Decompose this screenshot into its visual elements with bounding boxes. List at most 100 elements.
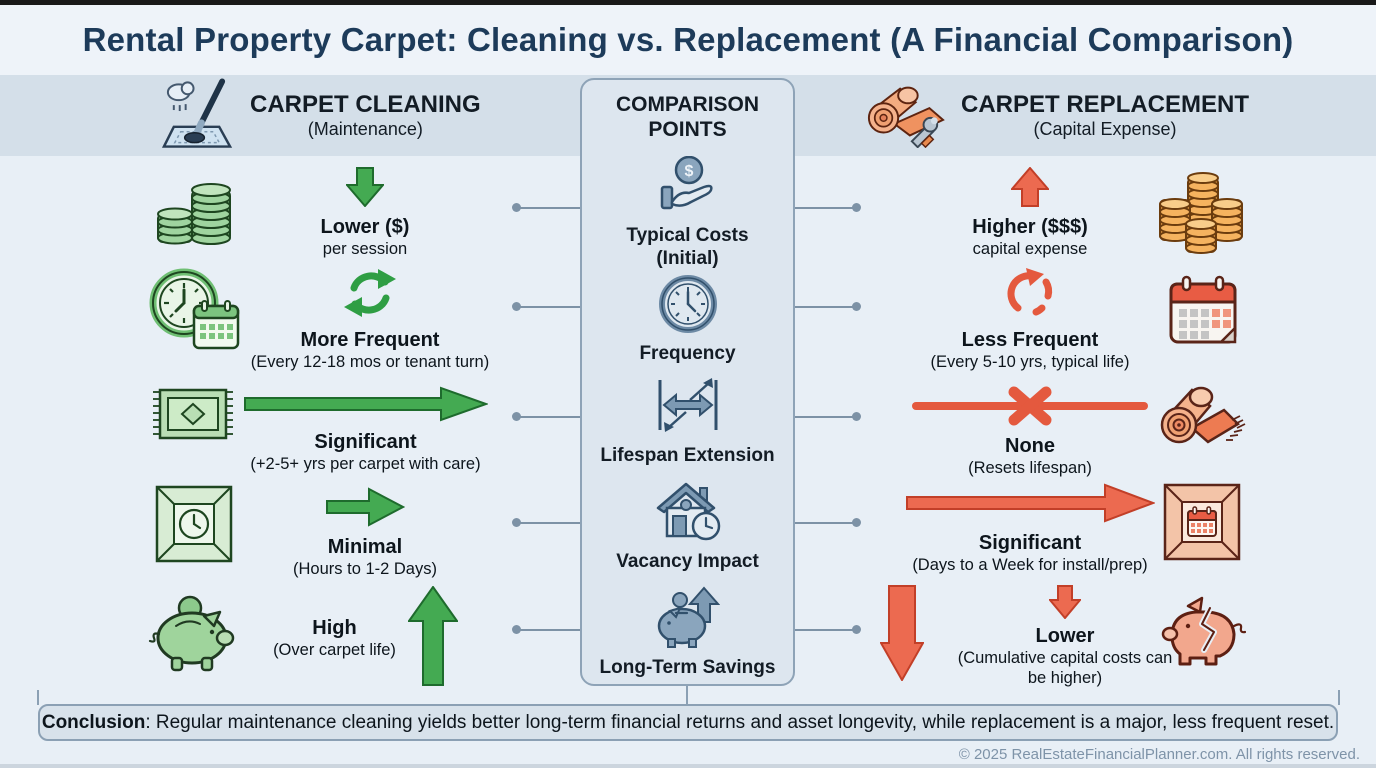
house-clock-icon [654,478,722,547]
red-small-down-arrow-icon [1047,585,1083,624]
row-right-savings: Lower (Cumulative capital costs can be h… [879,585,1180,689]
hand-coin-icon: $ [657,155,719,221]
row-left-vacancy: Minimal (Hours to 1-2 Days) [240,487,490,580]
comparison-value: Higher ($$$) [972,216,1088,238]
left-stem-line [37,690,39,705]
page-title: Rental Property Carpet: Cleaning vs. Rep… [82,21,1294,58]
connector-dot [512,625,521,634]
comparison-points-title: COMPARISON POINTS [615,93,760,142]
left-column-title: CARPET CLEANING [250,91,481,119]
connector-line [520,306,582,308]
green-coin-stacks-icon [154,170,234,255]
conclusion-bar: Conclusion: Regular maintenance cleaning… [38,704,1338,741]
broken-piggy-bank-icon [1158,594,1247,673]
connector-line [794,522,854,524]
connector-line [794,207,854,209]
row-left-savings: High (Over carpet life) [238,585,493,691]
clock-icon [658,274,718,339]
red-calendar-icon [1163,270,1243,355]
comparison-point-typical-costs: $ Typical Costs (Initial) [582,155,793,271]
comparison-detail: (Days to a Week for install/prep) [912,556,1148,574]
connector-line [794,306,854,308]
header-right: CARPET REPLACEMENT (Capital Expense) [865,75,1249,156]
conclusion-label: Conclusion [41,711,146,733]
connector-line [520,416,582,418]
row-left-typical-costs: Lower ($) per session [240,167,490,260]
carpet-roll-tools-icon [865,78,945,153]
green-short-right-arrow-icon [325,487,406,532]
comparison-point-label: Long-Term Savings [599,657,776,678]
row-left-lifespan: Significant (+2-5+ yrs per carpet with c… [238,386,493,475]
comparison-value: More Frequent [300,329,440,351]
comparison-point-frequency: Frequency [582,274,793,366]
comparison-detail: (Resets lifespan) [968,459,1092,477]
comparison-point-lifespan: Lifespan Extension [582,374,793,468]
comparison-point-savings: Long-Term Savings [582,586,793,680]
copyright-text: © 2025 RealEstateFinancialPlanner.com. A… [958,746,1360,763]
connector-dot [852,302,861,311]
connector-dot [512,518,521,527]
comparison-detail: (Hours to 1-2 Days) [293,560,437,578]
right-column-subtitle: (Capital Expense) [1033,118,1177,139]
comparison-value: Significant [978,532,1082,554]
comparison-detail: (Over carpet life) [273,641,396,660]
comparison-value: None [1005,435,1055,457]
header-left-text: CARPET CLEANING (Maintenance) [250,91,481,139]
comparison-value: Less Frequent [961,329,1099,351]
connector-line [520,629,582,631]
green-clock-calendar-icon [148,266,240,359]
connector-dot [512,203,521,212]
comparison-detail: (Every 12-18 mos or tenant turn) [250,353,490,371]
row-right-vacancy: Significant (Days to a Week for install/… [885,483,1175,576]
comparison-value: High [312,617,357,640]
steam-cleaner-icon [160,77,234,154]
red-line-x-icon [910,386,1150,431]
comparison-detail: per session [322,240,408,258]
right-stem-line [1338,690,1340,705]
red-up-arrow-icon [1009,166,1051,212]
red-carpet-roll-icon [1158,380,1246,459]
orange-frame-calendar-icon [1160,480,1244,569]
title-band: Rental Property Carpet: Cleaning vs. Rep… [0,5,1376,75]
row-right-lifespan: None (Resets lifespan) [885,386,1175,479]
connector-dot [512,412,521,421]
connector-dot [852,625,861,634]
comparison-point-label: Typical Costs (Initial) [626,225,749,269]
comparison-detail: capital expense [972,240,1088,258]
conclusion-text: : Regular maintenance cleaning yields be… [145,711,1335,733]
lifespan-arrows-icon [652,374,724,441]
orange-coin-stacks-icon [1158,164,1244,263]
connector-line [794,629,854,631]
green-rug-icon [150,382,236,451]
left-column-subtitle: (Maintenance) [307,118,423,139]
comparison-point-label: Vacancy Impact [616,551,759,572]
row-left-frequency: More Frequent (Every 12-18 mos or tenant… [240,266,500,373]
connector-line [520,207,582,209]
right-column-title: CARPET REPLACEMENT [961,91,1250,119]
connector-dot [852,412,861,421]
connector-dot [512,302,521,311]
comparison-detail: (Cumulative capital costs can be higher) [957,649,1173,687]
top-border [0,0,1376,5]
header-left: CARPET CLEANING (Maintenance) [160,75,481,156]
comparison-point-vacancy: Vacancy Impact [582,478,793,574]
connector-dot [852,518,861,527]
comparison-value: Significant [314,431,417,453]
green-frame-clock-icon [152,482,236,571]
comparison-detail: (+2-5+ yrs per carpet with care) [250,455,481,473]
comparison-point-label: Lifespan Extension [600,445,775,466]
header-right-text: CARPET REPLACEMENT (Capital Expense) [961,91,1249,139]
red-broken-refresh-icon [1002,266,1058,325]
green-refresh-icon [342,266,398,325]
comparison-point-label: Frequency [639,343,736,364]
comparison-value: Lower [1035,625,1095,647]
green-long-right-arrow-icon [243,386,489,427]
connector-dot [852,203,861,212]
connector-line [794,416,854,418]
comparison-detail: (Every 5-10 yrs, typical life) [930,353,1130,371]
comparison-value: Minimal [327,536,403,558]
green-big-up-arrow-icon [407,585,459,691]
row-right-typical-costs: Higher ($$$) capital expense [880,166,1180,260]
comparison-value: Lower ($) [320,216,410,238]
